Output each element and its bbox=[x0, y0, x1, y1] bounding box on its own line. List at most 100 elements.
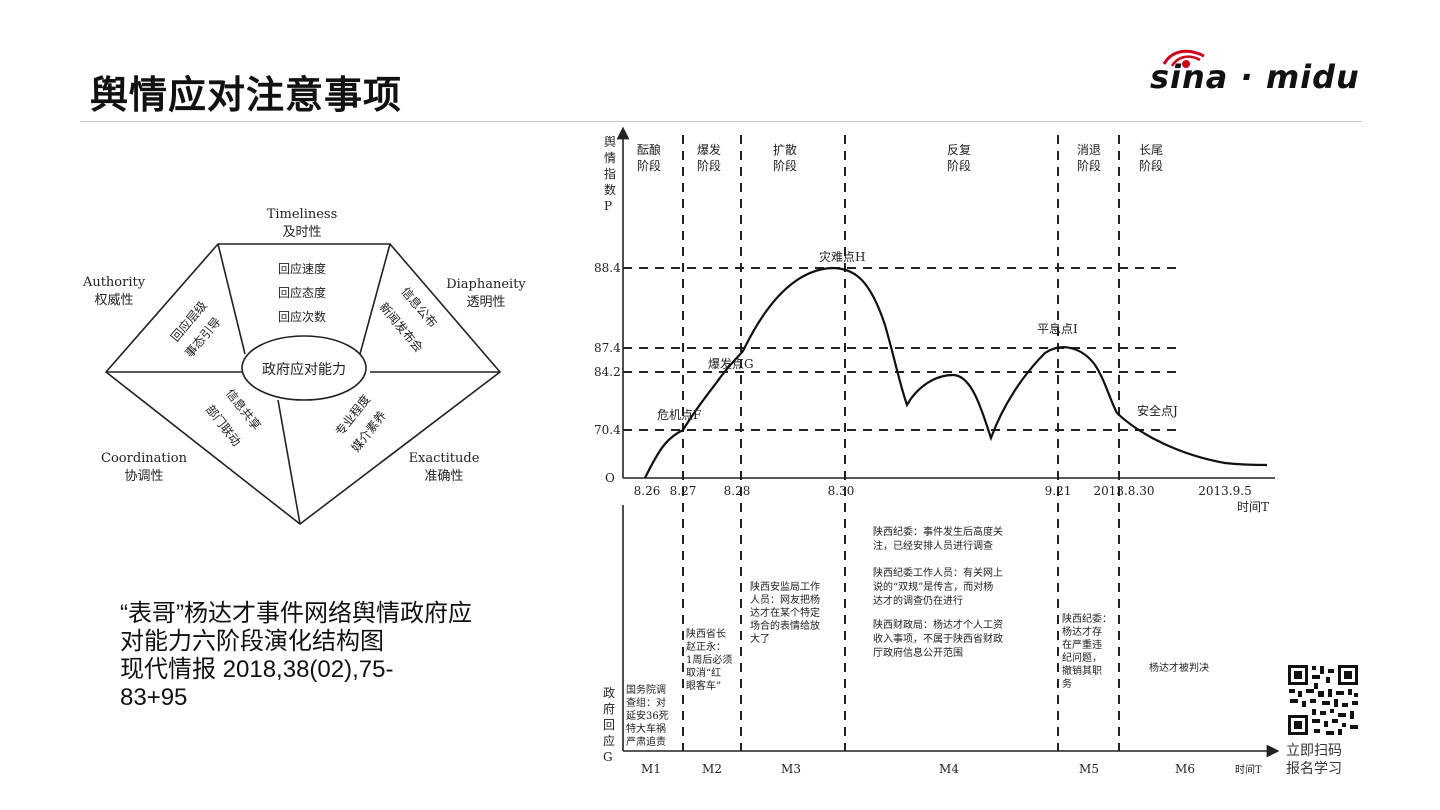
dim-label-zh: 透明性 bbox=[466, 295, 505, 310]
point-label: 爆发点G bbox=[708, 356, 754, 371]
y-axis-label-char: 指 bbox=[604, 166, 616, 181]
eye-logo-icon bbox=[1162, 49, 1205, 68]
g-axis-label-char: G bbox=[603, 750, 613, 764]
caption-line: 83+95 bbox=[120, 684, 188, 711]
response-text: 人员：网友把杨 bbox=[750, 593, 820, 606]
stage-evolution-chart: 舆 情 指 数 P 88.4 87.4 84.2 70.4 O 8.26 8.2… bbox=[595, 126, 1280, 776]
response-text: 眼客车” bbox=[686, 679, 721, 692]
center-label: 政府应对能力 bbox=[262, 361, 346, 378]
bottom-axis-label: 时间T bbox=[1235, 763, 1262, 776]
response-text: 达才的调查仍在进行 bbox=[873, 594, 963, 607]
x-tick-label: 9.21 bbox=[1045, 484, 1072, 498]
response-text: 查组：对 bbox=[626, 696, 666, 709]
x-tick-label: 2013.9.5 bbox=[1198, 484, 1251, 498]
stage-label: 消退 bbox=[1077, 143, 1101, 157]
point-label: 平息点I bbox=[1037, 321, 1078, 336]
g-axis-label-char: 政 bbox=[603, 686, 615, 700]
dim-label-en: Exactitude bbox=[409, 451, 480, 466]
y-axis-label-char: 舆 bbox=[604, 134, 616, 149]
response-text: 在严重违 bbox=[1062, 638, 1102, 651]
sina-midu-logo: sina · midu bbox=[1150, 49, 1359, 110]
response-text: 陕西纪委： bbox=[1062, 612, 1112, 625]
dim-label-zh: 及时性 bbox=[282, 225, 321, 240]
figure-caption: “表哥”杨达才事件网络舆情政府应 对能力六阶段演化结构图 现代情报 2018,3… bbox=[120, 600, 540, 712]
dim-item: 回应速度 bbox=[278, 261, 326, 276]
dim-item: 回应态度 bbox=[278, 285, 326, 300]
response-text: 赵正永： bbox=[686, 640, 726, 653]
qr-label-line: 立即扫码 bbox=[1286, 743, 1342, 759]
y-tick-label: 87.4 bbox=[595, 341, 621, 355]
response-text: 场合的表情给放 bbox=[750, 619, 820, 632]
dim-label-en: Authority bbox=[82, 275, 146, 290]
response-text: 1周后必须 bbox=[686, 653, 732, 666]
dim-label-zh: 协调性 bbox=[124, 469, 163, 484]
stage-label: 扩散 bbox=[773, 142, 797, 157]
response-text: 达才在某个特定 bbox=[750, 606, 820, 619]
stage-label: 阶段 bbox=[697, 158, 721, 173]
g-axis-label-char: 应 bbox=[603, 733, 615, 748]
response-text: 纪问题， bbox=[1062, 651, 1102, 664]
response-text: 延安36死 bbox=[626, 709, 669, 722]
response-text: 杨达才被判决 bbox=[1149, 661, 1209, 674]
point-label: 危机点F bbox=[657, 408, 701, 422]
caption-line: 现代情报 2018,38(02),75- bbox=[120, 656, 394, 683]
y-tick-label: 88.4 bbox=[595, 261, 621, 275]
dim-label-zh: 权威性 bbox=[94, 292, 133, 308]
m-label: M4 bbox=[939, 762, 959, 776]
y-axis-label-char: 数 bbox=[604, 182, 616, 197]
center-ellipse bbox=[241, 335, 367, 401]
dim-item: 回应次数 bbox=[278, 309, 326, 324]
point-label: 安全点J bbox=[1137, 403, 1178, 418]
stage-label: 反复 bbox=[947, 143, 971, 157]
m-label: M3 bbox=[781, 762, 801, 776]
y-tick-label: 84.2 bbox=[595, 365, 621, 379]
response-text: 陕西纪委工作人员：有关网上 bbox=[873, 566, 1003, 579]
qr-code-icon[interactable] bbox=[1286, 663, 1360, 737]
stage-label: 酝酿 bbox=[637, 142, 661, 157]
qr-label-line: 报名学习 bbox=[1286, 761, 1342, 777]
page-title: 舆情应对注意事项 bbox=[90, 73, 403, 117]
y-tick-label: 70.4 bbox=[595, 423, 621, 437]
g-axis-label-char: 府 bbox=[603, 701, 615, 716]
g-axis-label-char: 回 bbox=[603, 718, 615, 732]
stage-label: 阶段 bbox=[773, 158, 797, 173]
x-tick-label: 8.30 bbox=[828, 484, 855, 498]
qr-label: 立即扫码 报名学习 bbox=[1286, 742, 1366, 778]
x-tick-label: 8.28 bbox=[724, 484, 751, 498]
stage-label: 阶段 bbox=[637, 158, 661, 173]
title-divider bbox=[80, 121, 1362, 122]
stage-label: 阶段 bbox=[947, 158, 971, 173]
y-axis-label-char: 情 bbox=[604, 151, 616, 165]
stage-label: 爆发 bbox=[697, 142, 721, 157]
dim-label-en: Timeliness bbox=[267, 207, 338, 222]
pentagon-outline bbox=[104, 243, 502, 526]
response-text: 取消“红 bbox=[686, 666, 721, 679]
point-label: 灾难点H bbox=[819, 249, 865, 264]
response-text: 陕西省长 bbox=[686, 627, 726, 640]
stage-label: 阶段 bbox=[1139, 158, 1163, 173]
response-text: 陕西安监局工作 bbox=[750, 580, 820, 593]
response-text: 厅政府信息公开范围 bbox=[873, 646, 963, 659]
response-text: 注，已经安排人员进行调查 bbox=[873, 539, 993, 552]
caption-line: “表哥”杨达才事件网络舆情政府应 bbox=[120, 600, 472, 627]
response-text: 撤销其职 bbox=[1062, 664, 1102, 677]
x-axis-label: 时间T bbox=[1237, 500, 1269, 514]
response-text: 务 bbox=[1062, 677, 1072, 690]
response-text: 大了 bbox=[750, 632, 770, 645]
response-text: 说的“双规”是传言，而对杨 bbox=[873, 580, 993, 593]
m-label: M2 bbox=[702, 762, 722, 776]
logo-text: sina · midu bbox=[1150, 58, 1360, 96]
origin-label: O bbox=[605, 471, 615, 485]
opinion-curve bbox=[644, 266, 1268, 479]
x-tick-label: 8.27 bbox=[670, 484, 697, 498]
response-text: 严肃追责 bbox=[626, 735, 666, 748]
x-tick-label: 8.26 bbox=[634, 484, 661, 498]
dim-label-zh: 准确性 bbox=[424, 469, 463, 484]
stage-label: 长尾 bbox=[1139, 143, 1163, 157]
x-tick-label: 2013.8.30 bbox=[1093, 484, 1154, 498]
dim-label-en: Diaphaneity bbox=[446, 277, 526, 292]
m-label: M5 bbox=[1079, 762, 1099, 776]
response-text: 杨达才存 bbox=[1062, 625, 1102, 638]
response-text: 国务院调 bbox=[626, 683, 666, 696]
m-label: M6 bbox=[1175, 762, 1195, 776]
